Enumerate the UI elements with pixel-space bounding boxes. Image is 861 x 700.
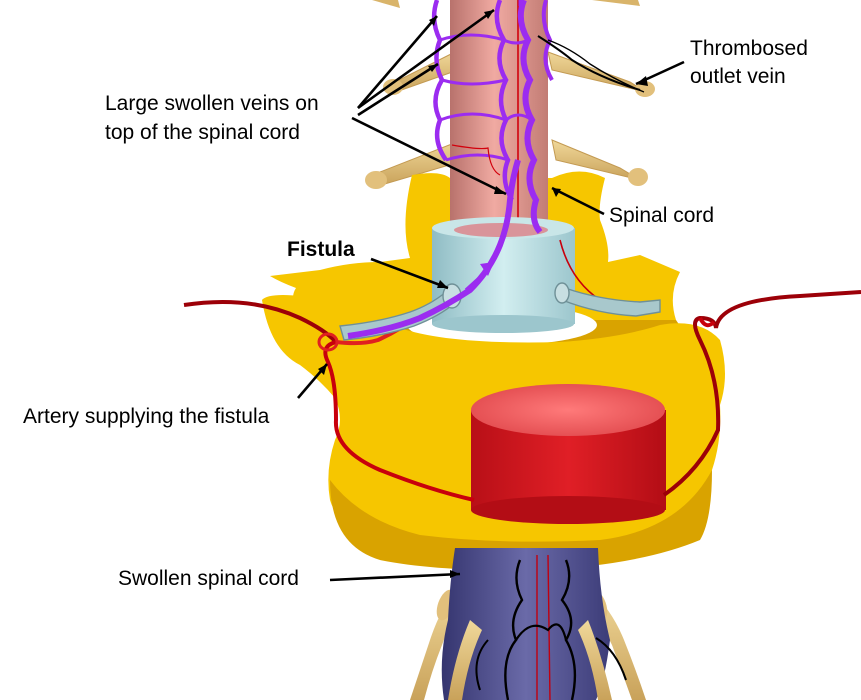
leader-large-veins-2 (357, 8, 495, 110)
label-thrombosed-line1: Thrombosed (690, 37, 808, 60)
label-thrombosed-line2: outlet vein (690, 65, 786, 88)
leader-large-veins-4 (351, 116, 507, 196)
label-large-veins-line1: Large swollen veins on (105, 92, 319, 115)
leader-fistula (370, 257, 449, 290)
thrombosed-vein (537, 35, 645, 93)
swollen-veins (347, 0, 554, 339)
leader-spinal-cord (551, 186, 605, 216)
leader-large-veins-3 (357, 62, 439, 117)
lower-nerve-roots-front (448, 620, 612, 700)
label-swollen-cord: Swollen spinal cord (118, 567, 299, 590)
leader-lines (297, 8, 685, 582)
swollen-spinal-cord (441, 548, 627, 700)
fistula-tubes (339, 282, 661, 341)
label-spinal-cord: Spinal cord (609, 204, 714, 227)
leader-swollen-cord (329, 572, 461, 582)
cord-vessel (451, 144, 501, 176)
label-artery: Artery supplying the fistula (23, 405, 270, 428)
label-fistula: Fistula (287, 238, 355, 261)
leader-large-veins-1 (357, 15, 438, 109)
vertebral-body (471, 384, 666, 524)
label-large-veins-line2: top of the spinal cord (105, 121, 300, 144)
